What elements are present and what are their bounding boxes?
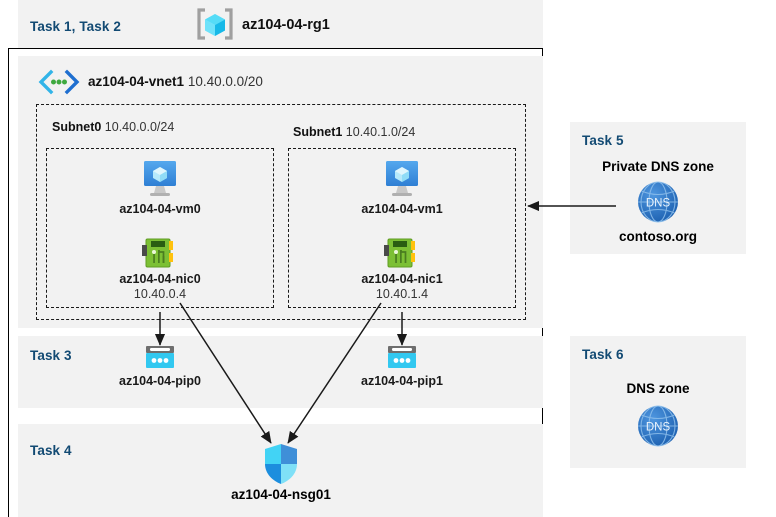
resource-group-icon — [196, 7, 234, 41]
svg-text:DNS: DNS — [646, 198, 671, 210]
public-ip-address-icon — [340, 344, 464, 372]
nic1-ip: 10.40.1.4 — [375, 287, 429, 301]
subnet1-title: Subnet1 10.40.1.0/24 — [293, 125, 416, 139]
vnet-title: az104-04-vnet1 10.40.0.0/20 — [88, 74, 263, 89]
virtual-machine-icon — [340, 158, 464, 200]
public-ip-address-icon — [98, 344, 222, 372]
network-security-group-shield-icon — [219, 442, 343, 486]
resource-group-header-panel — [18, 0, 543, 48]
pip1-node[interactable]: az104-04-pip1 — [340, 344, 464, 389]
network-interface-icon — [340, 236, 464, 270]
dns-zone-node[interactable]: DNS zone DNS — [570, 380, 746, 449]
vm0-label: az104-04-vm0 — [119, 202, 201, 216]
nic0-ip: 10.40.0.4 — [133, 287, 187, 301]
vnet-dashed-boundary — [36, 104, 526, 320]
virtual-machine-icon — [98, 158, 222, 200]
pip0-label: az104-04-pip0 — [119, 374, 201, 388]
vm1-node[interactable]: az104-04-vm1 — [340, 158, 464, 217]
nic0-label: az104-04-nic0 — [119, 272, 201, 286]
virtual-network-icon — [38, 69, 80, 95]
private-dns-zone-heading: Private DNS zone — [602, 159, 714, 174]
task-label-3: Task 3 — [30, 348, 72, 363]
svg-text:DNS: DNS — [646, 422, 671, 434]
dns-zone-globe-icon: DNS — [570, 403, 746, 449]
private-dns-zone-node[interactable]: Private DNS zone DNS contoso. — [570, 158, 746, 245]
task-label-1-2: Task 1, Task 2 — [30, 19, 121, 34]
nic1-label: az104-04-nic1 — [361, 272, 443, 286]
task-label-4: Task 4 — [30, 443, 72, 458]
task3-panel — [18, 336, 543, 408]
vm0-node[interactable]: az104-04-vm0 — [98, 158, 222, 217]
resource-group-name: az104-04-rg1 — [242, 17, 330, 33]
subnet0-dashed-boundary — [46, 148, 274, 308]
subnet0-title: Subnet0 10.40.0.0/24 — [52, 120, 175, 134]
pip0-node[interactable]: az104-04-pip0 — [98, 344, 222, 389]
nsg-label: az104-04-nsg01 — [231, 487, 331, 502]
task-label-5: Task 5 — [582, 133, 624, 148]
vm1-label: az104-04-vm1 — [361, 202, 443, 216]
nsg-node[interactable]: az104-04-nsg01 — [219, 442, 343, 503]
task-label-6: Task 6 — [582, 347, 624, 362]
dns-zone-heading: DNS zone — [626, 381, 690, 396]
pip1-label: az104-04-pip1 — [361, 374, 443, 388]
private-dns-zone-name: contoso.org — [619, 229, 697, 244]
subnet1-dashed-boundary — [288, 148, 516, 308]
network-interface-icon — [98, 236, 222, 270]
nic1-node[interactable]: az104-04-nic1 10.40.1.4 — [340, 236, 464, 302]
nic0-node[interactable]: az104-04-nic0 10.40.0.4 — [98, 236, 222, 302]
dns-zone-globe-icon: DNS — [570, 179, 746, 225]
virtual-network-panel — [18, 56, 543, 328]
